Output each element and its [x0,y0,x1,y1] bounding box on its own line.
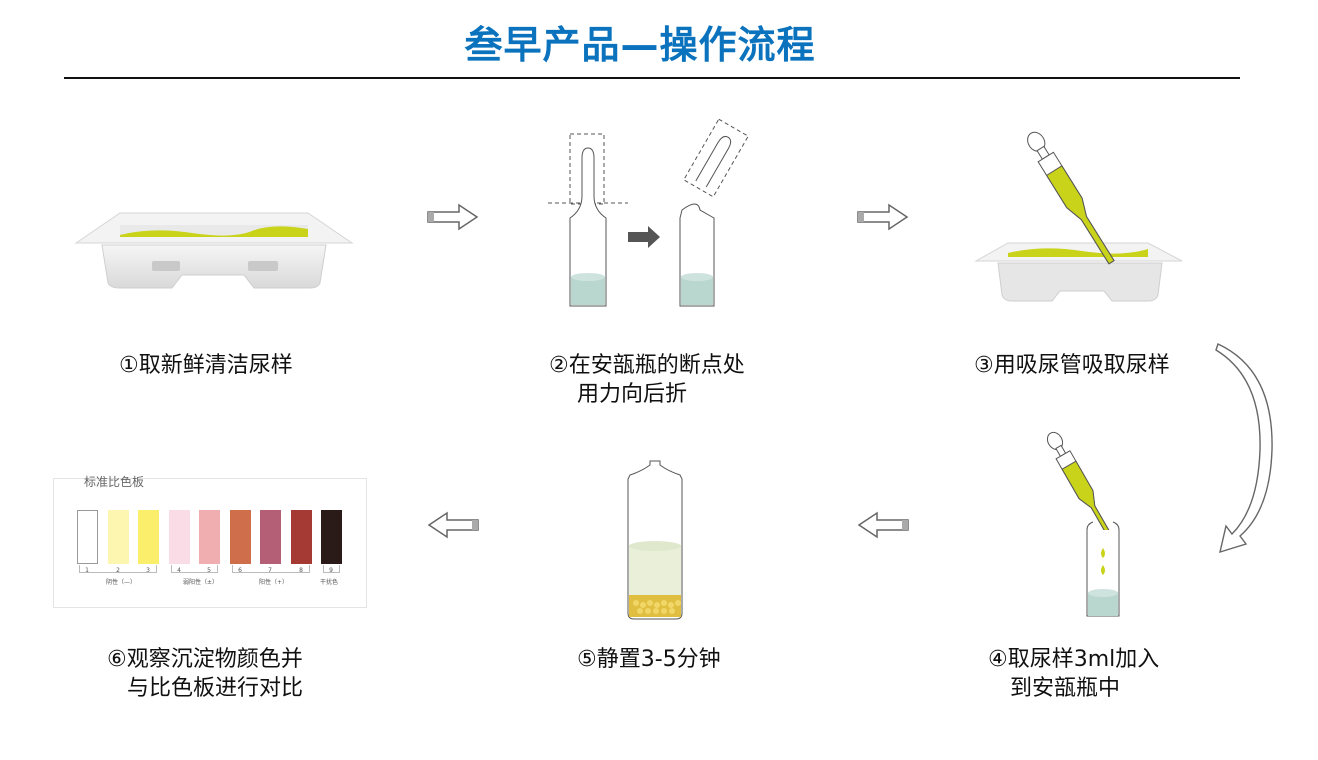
color-chip-label: 9 [329,567,333,574]
arrow-left-icon [857,511,909,539]
group-label: 阴性（—） [106,579,137,586]
color-chip-4 [169,510,190,564]
group-bracket [323,565,340,573]
group-bracket [171,565,218,573]
pipette-ampoule-illustration [1046,431,1120,617]
group-label: 干扰色 [320,579,339,586]
arrow-right-icon [857,203,909,231]
pipette-tray-illustration [974,131,1183,302]
urine-tray-illustration [74,212,354,289]
page-title: 叁早产品—操作流程 [464,23,816,67]
step-3-caption: ③用吸尿管吸取尿样 [974,353,1170,378]
step-4-caption: ④取尿样3ml加入 到安瓿瓶中 [988,647,1160,701]
color-chip-8 [291,510,312,564]
color-chip-1 [77,510,98,564]
settled-ampoule-illustration [627,460,683,620]
arrow-left-icon [427,511,479,539]
curved-arrow-down-icon [1215,343,1273,554]
color-chip-2 [108,510,129,564]
color-chip-label: 5 [207,567,211,574]
color-chip-7 [260,510,281,564]
color-chip-label: 1 [85,567,89,574]
color-chip-label: 7 [268,567,272,574]
color-chip-label: 2 [116,567,120,574]
group-label: 阳性（+） [259,579,289,586]
step-1-caption: ①取新鲜清洁尿样 [119,353,293,378]
color-chart-title: 标准比色板 [84,475,145,489]
color-chip-label: 8 [299,567,303,574]
color-chip-label: 6 [238,567,242,574]
step-5-caption: ⑤静置3-5分钟 [577,647,721,672]
color-chip-6 [230,510,251,564]
color-chip-5 [199,510,220,564]
group-bracket [79,565,157,573]
color-chip-label: 3 [146,567,150,574]
step-6-caption: ⑥观察沉淀物颜色并 与比色板进行对比 [107,647,304,701]
title-divider [64,77,1240,79]
color-chip-label: 4 [177,567,181,574]
group-label: 弱阳性（±） [183,579,219,586]
group-bracket [232,565,310,573]
ampoule-break-illustration [548,118,749,307]
color-chip-3 [138,510,159,564]
color-chip-9 [321,510,342,564]
arrow-right-icon [427,203,479,231]
step-2-caption: ②在安瓿瓶的断点处 用力向后折 [549,353,745,407]
